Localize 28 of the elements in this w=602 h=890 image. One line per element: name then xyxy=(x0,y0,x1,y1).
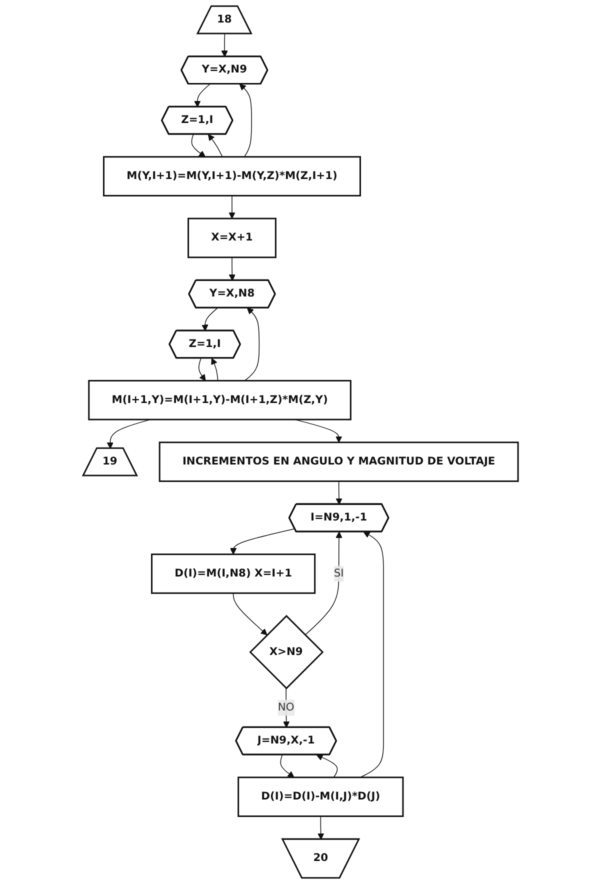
node-box: INCREMENTOS EN ANGULO Y MAGNITUD DE VOLTAJE xyxy=(159,442,520,482)
arrow xyxy=(318,816,325,840)
node-diamond: X>N9 xyxy=(250,614,324,690)
arrow xyxy=(198,358,206,381)
arrow xyxy=(208,134,224,158)
node-box: D(I)=D(I)-M(I,J)*D(J) xyxy=(238,776,404,817)
arrow xyxy=(305,532,343,636)
edge-label: SI xyxy=(334,567,344,580)
node-box: X=X+1 xyxy=(188,218,277,258)
arrow xyxy=(212,358,219,382)
arrow xyxy=(229,195,236,219)
arrow xyxy=(360,532,384,778)
arrow xyxy=(229,256,236,281)
edge-label: NO xyxy=(278,701,295,714)
arrow xyxy=(316,754,338,778)
arrow xyxy=(192,134,206,158)
node-box: M(I+1,Y)=M(I+1,Y)-M(I+1,Z)*M(Z,Y) xyxy=(88,380,352,420)
node-box: D(I)=M(I,N8) X=I+1 xyxy=(151,554,316,594)
node-box: M(Y,I+1)=M(Y,I+1)-M(Y,Z)*M(Z,I+1) xyxy=(103,156,362,196)
arrow xyxy=(194,84,211,108)
arrow xyxy=(222,34,228,58)
arrow xyxy=(202,308,218,332)
arrow xyxy=(233,592,268,636)
arrow xyxy=(336,480,343,505)
arrow xyxy=(240,84,252,158)
arrow xyxy=(230,528,296,555)
arrow xyxy=(280,754,295,778)
arrow xyxy=(244,308,260,382)
